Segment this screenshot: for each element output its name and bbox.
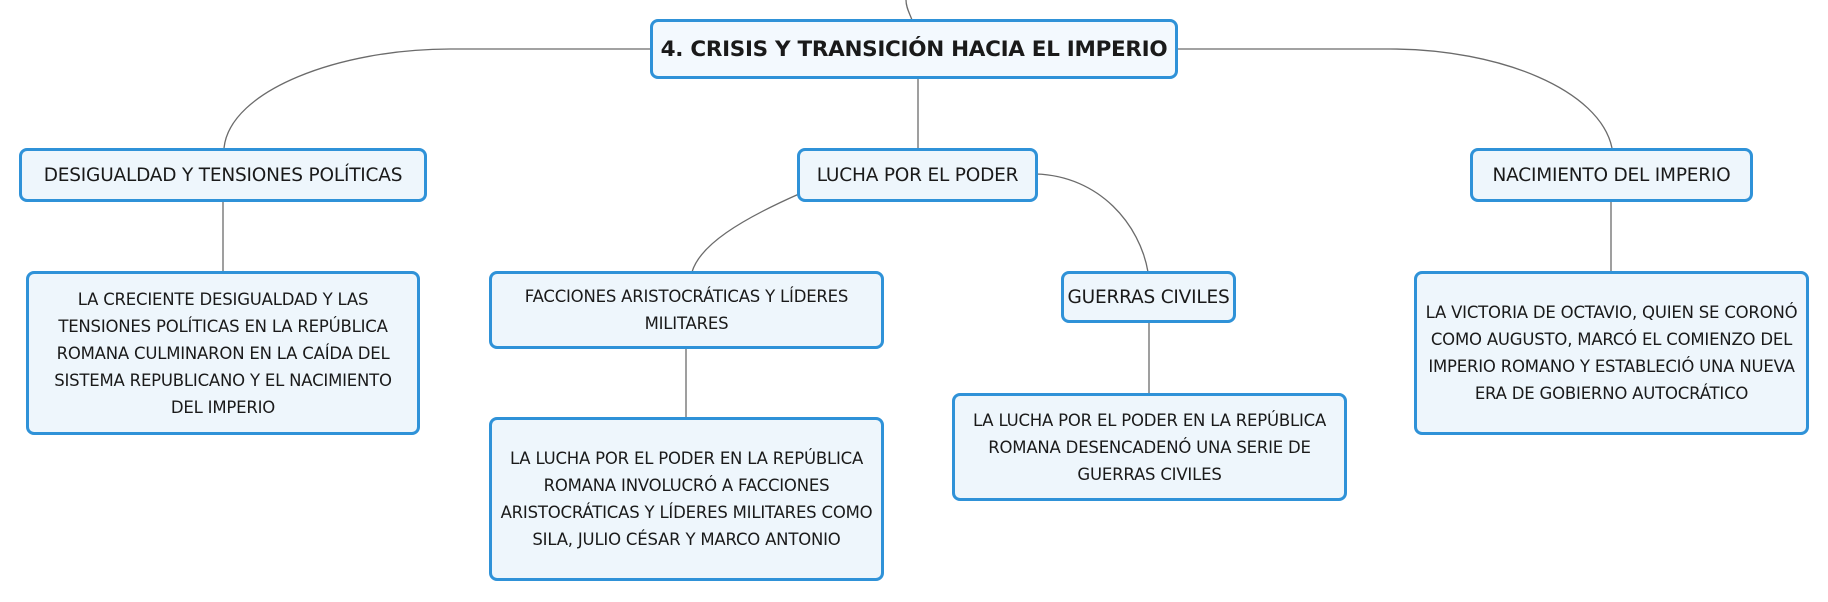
central-topic-label: 4. CRISIS Y TRANSICIÓN HACIA EL IMPERIO [660, 36, 1168, 62]
detail-guerras[interactable]: LA LUCHA POR EL PODER EN LA REPÚBLICA RO… [952, 393, 1347, 501]
central-topic[interactable]: 4. CRISIS Y TRANSICIÓN HACIA EL IMPERIO [650, 19, 1178, 79]
subtopic-guerras[interactable]: GUERRAS CIVILES [1061, 271, 1236, 323]
connector-central-to-nacimiento [1177, 48, 1613, 149]
detail-guerras-text: LA LUCHA POR EL PODER EN LA REPÚBLICA RO… [972, 410, 1327, 484]
topic-nacimiento-label: NACIMIENTO DEL IMPERIO [1492, 164, 1731, 186]
connector-lucha-to-facciones [691, 193, 800, 273]
connector-central-to-desigualdad [223, 48, 654, 149]
detail-nacimiento-text: LA VICTORIA DE OCTAVIO, QUIEN SE CORONÓ … [1425, 303, 1798, 403]
topic-nacimiento[interactable]: NACIMIENTO DEL IMPERIO [1470, 148, 1753, 202]
topic-lucha[interactable]: LUCHA POR EL PODER [797, 148, 1038, 202]
subtopic-guerras-label: GUERRAS CIVILES [1067, 286, 1230, 308]
connector-lucha-to-guerras [1035, 173, 1149, 273]
subtopic-facciones[interactable]: FACCIONES ARISTOCRÁTICAS Y LÍDERES MILIT… [489, 271, 884, 349]
topic-lucha-label: LUCHA POR EL PODER [816, 164, 1019, 186]
detail-desigualdad[interactable]: LA CRECIENTE DESIGUALDAD Y LAS TENSIONES… [26, 271, 420, 435]
detail-nacimiento[interactable]: LA VICTORIA DE OCTAVIO, QUIEN SE CORONÓ … [1414, 271, 1809, 435]
topic-desigualdad[interactable]: DESIGUALDAD Y TENSIONES POLÍTICAS [19, 148, 427, 202]
topic-desigualdad-label: DESIGUALDAD Y TENSIONES POLÍTICAS [43, 164, 403, 186]
detail-desigualdad-text: LA CRECIENTE DESIGUALDAD Y LAS TENSIONES… [54, 289, 392, 417]
detail-facciones[interactable]: LA LUCHA POR EL PODER EN LA REPÚBLICA RO… [489, 417, 884, 581]
subtopic-facciones-label: FACCIONES ARISTOCRÁTICAS Y LÍDERES MILIT… [524, 287, 849, 333]
detail-facciones-text: LA LUCHA POR EL PODER EN LA REPÚBLICA RO… [500, 449, 873, 549]
connector-parent-to-central [905, 0, 913, 21]
